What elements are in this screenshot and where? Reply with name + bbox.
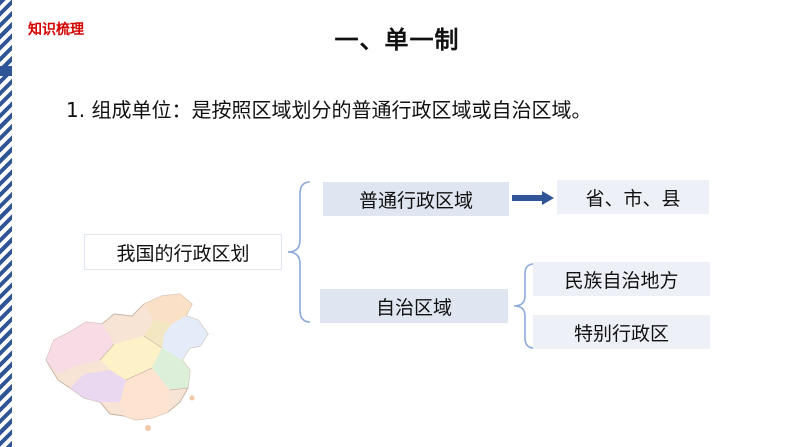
decorative-stripe	[0, 0, 12, 447]
autonomous-brace-icon	[513, 263, 535, 349]
root-brace-icon	[287, 181, 311, 323]
ordinary-result-node: 省、市、县	[557, 180, 709, 214]
china-map-icon	[45, 293, 209, 431]
autonomous-child-sar: 特别行政区	[533, 315, 710, 349]
page-title: 一、单一制	[334, 26, 460, 54]
section-tag: 知识梳理	[28, 22, 84, 38]
point-text: 1. 组成单位：是按照区域划分的普通行政区域或自治区域。	[66, 98, 592, 122]
root-node: 我国的行政区划	[84, 234, 282, 270]
autonomous-region-node: 自治区域	[320, 289, 508, 323]
ordinary-region-node: 普通行政区域	[323, 182, 509, 216]
right-arrow-icon	[512, 191, 554, 205]
autonomous-child-ethnic: 民族自治地方	[533, 262, 710, 296]
decorative-stripe-cap	[0, 66, 12, 76]
